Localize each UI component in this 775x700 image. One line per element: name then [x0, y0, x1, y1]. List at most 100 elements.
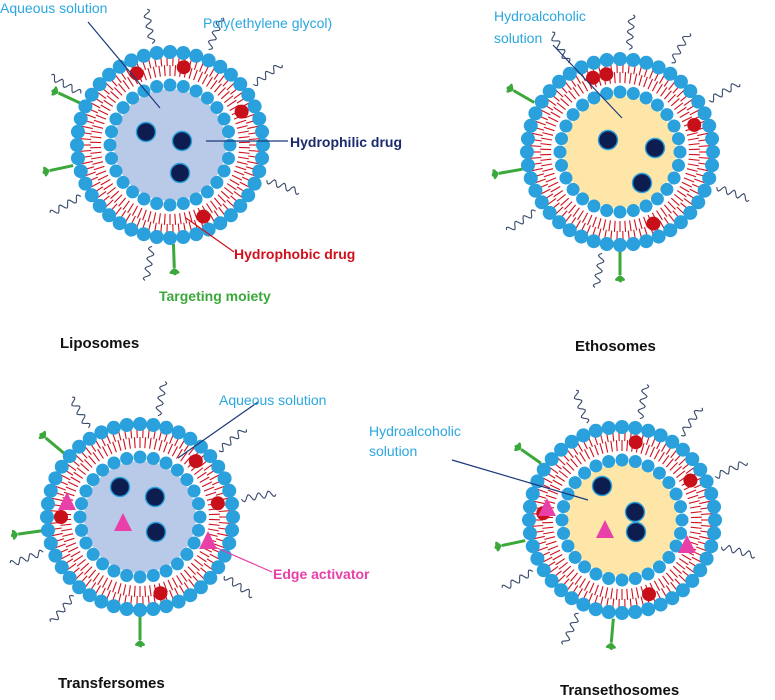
hydrophilic-drug	[591, 475, 613, 497]
liposome-vesicle	[42, 8, 300, 281]
vesicle-core	[114, 89, 226, 201]
peg-chain	[671, 33, 692, 64]
peg-chain	[143, 8, 156, 45]
hydrophobic-drug	[628, 435, 643, 450]
peg-chain	[560, 612, 579, 645]
hydrophilic-drug	[109, 476, 131, 498]
transfersome-vesicle	[9, 381, 277, 648]
peg-chain	[71, 396, 91, 429]
targeting-moiety	[42, 164, 74, 177]
lipid-tails	[80, 55, 260, 235]
outer-head-groups	[520, 52, 720, 252]
hydrophilic-drug	[135, 121, 157, 143]
targeting-moiety	[514, 442, 542, 465]
inner-head-groups	[555, 453, 689, 587]
leader-lines	[87, 21, 623, 501]
edge-activator	[58, 492, 76, 510]
leader-aqueous-liposome	[87, 21, 161, 109]
hydrophilic-drug	[631, 172, 653, 194]
inner-head-groups	[103, 78, 237, 212]
peg-chain	[218, 429, 247, 453]
aqueous-solution-label-liposome: Aqueous solution	[0, 0, 107, 16]
hydrophobic-drug	[687, 117, 702, 132]
hydrophobic-drug	[210, 496, 225, 511]
targeting-moiety	[605, 618, 616, 651]
inner-head-groups	[73, 450, 207, 584]
targeting-moiety	[134, 616, 146, 648]
peg-chain	[681, 407, 704, 437]
peg-chain	[266, 179, 300, 196]
peg-chain	[49, 594, 74, 622]
targeting-moiety-label: Targeting moiety	[159, 288, 271, 304]
peg-chain	[505, 209, 536, 231]
targeting-moiety	[491, 167, 523, 180]
peg-label: Poly(ethylene glycol)	[203, 15, 332, 31]
peg-chain	[625, 14, 636, 50]
peg-chain	[716, 186, 750, 203]
peg-chain	[223, 576, 253, 599]
hydrophilic-drug	[597, 129, 619, 151]
vesicle-core	[566, 464, 678, 576]
hydrophobic-drug	[642, 587, 657, 602]
hydrophobic-drug	[54, 510, 68, 524]
hydroalcoholic-label-transethosome-line2: solution	[369, 443, 417, 459]
peg-chain	[51, 73, 82, 94]
peg-chain	[720, 544, 756, 559]
hydrophobic-drug-label: Hydrophobic drug	[234, 246, 355, 262]
hydroalcoholic-label-transethosome-line1: Hydroalcoholic	[369, 423, 461, 439]
leader-hydroalcoholic-ethosome	[552, 44, 623, 119]
peg-chain	[573, 389, 590, 424]
peg-chain	[714, 461, 748, 479]
peg-chain	[9, 549, 44, 566]
peg-chains	[505, 14, 750, 288]
targeting-moiety	[38, 430, 66, 455]
hydrophobic-drug	[196, 209, 211, 224]
hydrophobic-drug	[599, 67, 614, 82]
peg-chain	[207, 17, 225, 51]
vesicle-core	[84, 461, 196, 573]
targeting-moiety	[51, 86, 81, 105]
peg-chain	[155, 381, 168, 417]
edge-activator	[538, 498, 556, 516]
leader-edge-activator	[207, 543, 273, 573]
peg-chain	[253, 64, 283, 87]
edge-activator	[199, 531, 217, 549]
hydrophobic-drug	[129, 66, 144, 81]
targeting-moiety	[494, 539, 526, 552]
leader-hydroalcoholic-transethosome	[451, 459, 589, 501]
edge-activator	[114, 513, 132, 531]
edge-activator	[596, 520, 614, 538]
peg-chain	[637, 384, 650, 420]
peg-chain	[501, 569, 534, 589]
leader-aqueous-transfersome	[177, 401, 259, 459]
hydroalcoholic-label-ethosome-line1: Hydroalcoholic	[494, 8, 586, 24]
hydroalcoholic-label-ethosome-line2: solution	[494, 30, 542, 46]
transethosome-vesicle	[494, 384, 756, 651]
edge-activator	[678, 535, 696, 553]
peg-chain	[240, 490, 277, 503]
hydrophobic-drug	[188, 454, 203, 469]
peg-chain	[49, 194, 82, 214]
hydrophobic-drug	[153, 586, 168, 601]
peg-chain	[142, 245, 155, 281]
outer-head-groups	[70, 45, 270, 245]
hydrophobic-drug	[585, 70, 600, 85]
hydrophilic-drug	[624, 501, 646, 523]
outer-head-groups	[522, 420, 722, 620]
aqueous-solution-label-transfersome: Aqueous solution	[219, 392, 326, 408]
peg-chains	[501, 384, 756, 645]
hydrophobic-drug	[234, 104, 249, 119]
hydrophobic-drug	[683, 473, 698, 488]
hydrophilic-drug-label: Hydrophilic drug	[290, 134, 402, 150]
hydrophilic-drug	[171, 130, 193, 152]
peg-chains	[9, 381, 277, 622]
targeting-moiety	[614, 251, 626, 283]
ethosomes-title: Ethosomes	[575, 338, 656, 355]
edge-activator-label: Edge activator	[273, 566, 370, 582]
peg-chain	[592, 252, 605, 288]
hydrophilic-drug	[625, 521, 647, 543]
peg-chains	[49, 8, 300, 281]
inner-head-groups	[553, 85, 687, 219]
transethosomes-title: Transethosomes	[560, 682, 679, 699]
